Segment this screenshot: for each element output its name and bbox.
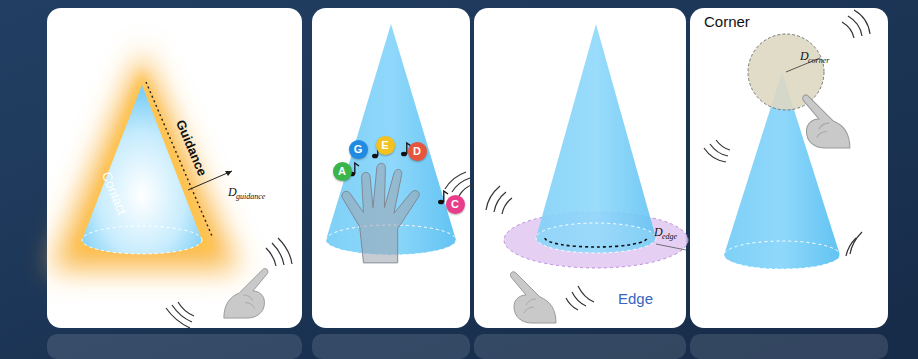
distance-subscript: guidance [236, 193, 265, 201]
note-circle: G [349, 140, 368, 159]
distance-subscript: edge [662, 233, 677, 241]
distance-symbol: D [654, 226, 663, 238]
note-circle: D [408, 142, 427, 161]
note-letter: G [354, 143, 363, 155]
distance-symbol: D [800, 50, 809, 62]
note-letter: A [338, 165, 346, 177]
note-letter: E [381, 139, 388, 151]
distance-subscript: corner [808, 57, 829, 65]
region-label: Corner [704, 14, 750, 29]
note-letter: D [413, 145, 421, 157]
note-circle: C [446, 195, 465, 214]
note-circle: A [333, 162, 352, 181]
note-letter: C [451, 198, 459, 210]
note-circle: E [376, 136, 395, 155]
distance-symbol: D [228, 186, 237, 198]
region-label: Edge [618, 291, 653, 306]
